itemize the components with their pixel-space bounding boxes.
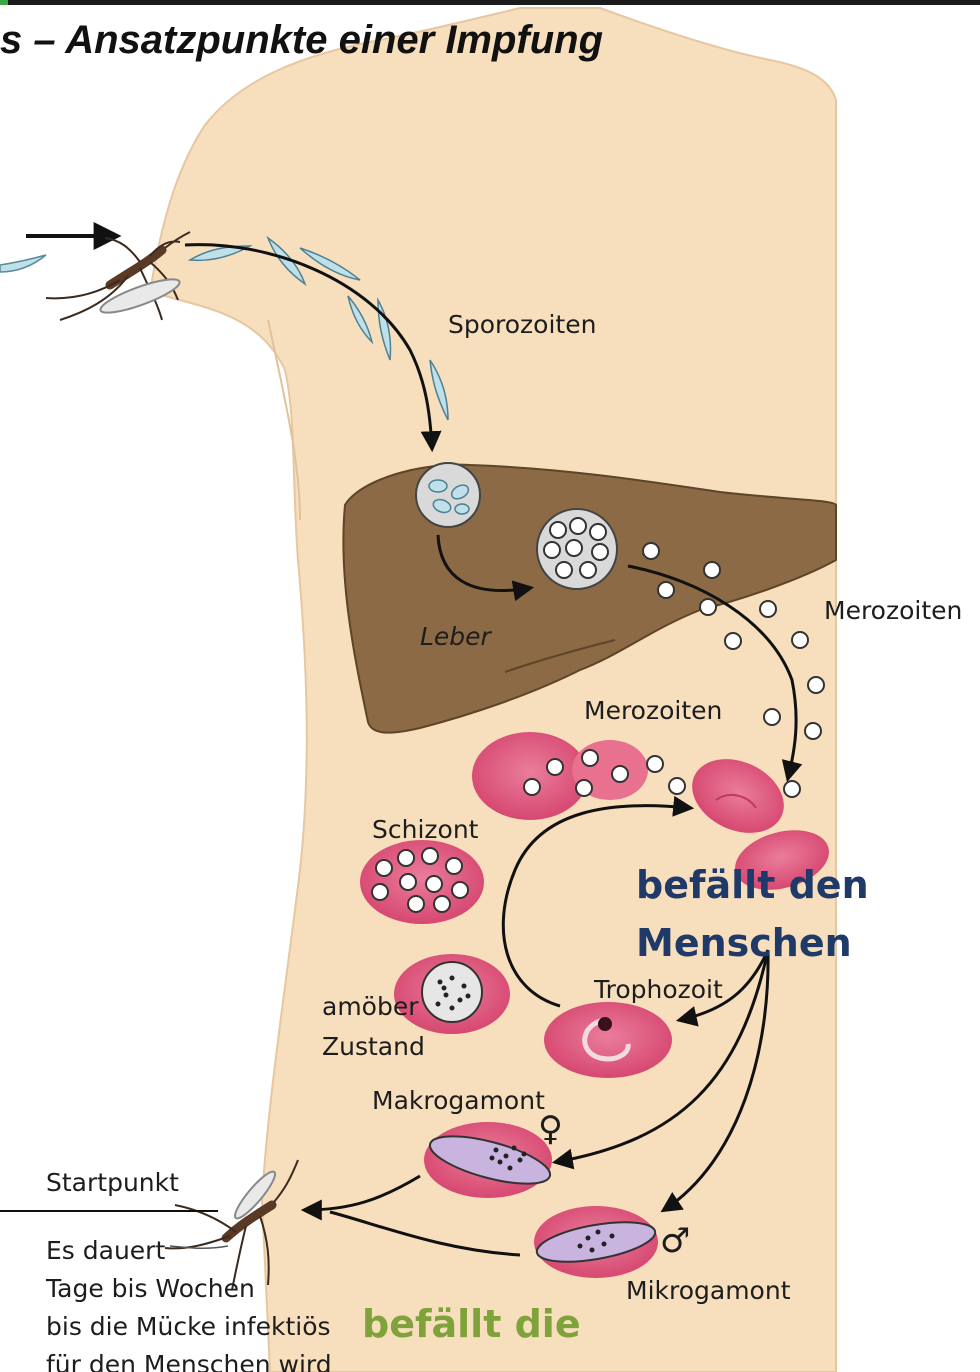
mikrogamont-cell	[534, 1206, 658, 1278]
label-amoeboid-2: Zustand	[322, 1034, 425, 1059]
callout-human: befällt den Menschen	[636, 856, 869, 972]
label-leber: Leber	[420, 624, 491, 649]
trophozoite-cell	[544, 1002, 672, 1078]
label-amoeboid-1: amöber	[322, 994, 419, 1019]
female-symbol: ♀	[538, 1112, 563, 1146]
label-makrogamont: Makrogamont	[372, 1088, 545, 1113]
label-merozoiten-right: Merozoiten	[824, 598, 962, 623]
label-startpunkt: Startpunkt	[46, 1170, 179, 1195]
label-schizont: Schizont	[372, 817, 478, 842]
blood-schizont	[360, 840, 484, 924]
callout-human-line-2: Menschen	[636, 914, 869, 972]
male-symbol: ♂	[660, 1224, 690, 1258]
liver-schizont	[537, 509, 617, 589]
callout-human-line-1: befällt den	[636, 856, 869, 914]
label-merozoiten-mid: Merozoiten	[584, 698, 722, 723]
note-line-2: Tage bis Wochen	[46, 1270, 332, 1308]
note-line-1: Es dauert	[46, 1232, 332, 1270]
top-rule	[0, 0, 980, 5]
label-trophozoit: Trophozoit	[594, 977, 723, 1002]
duration-note: Es dauert Tage bis Wochen bis die Mücke …	[46, 1232, 332, 1372]
callout-mosquito: befällt die	[362, 1302, 581, 1346]
top-rule-accent	[0, 0, 8, 5]
label-sporozoiten: Sporozoiten	[448, 312, 596, 337]
note-line-3: bis die Mücke infektiös	[46, 1308, 332, 1346]
slide-title: s – Ansatzpunkte einer Impfung	[0, 18, 603, 63]
infected-liver-cell	[416, 463, 480, 527]
label-mikrogamont: Mikrogamont	[626, 1278, 791, 1303]
note-line-4: für den Menschen wird	[46, 1346, 332, 1372]
